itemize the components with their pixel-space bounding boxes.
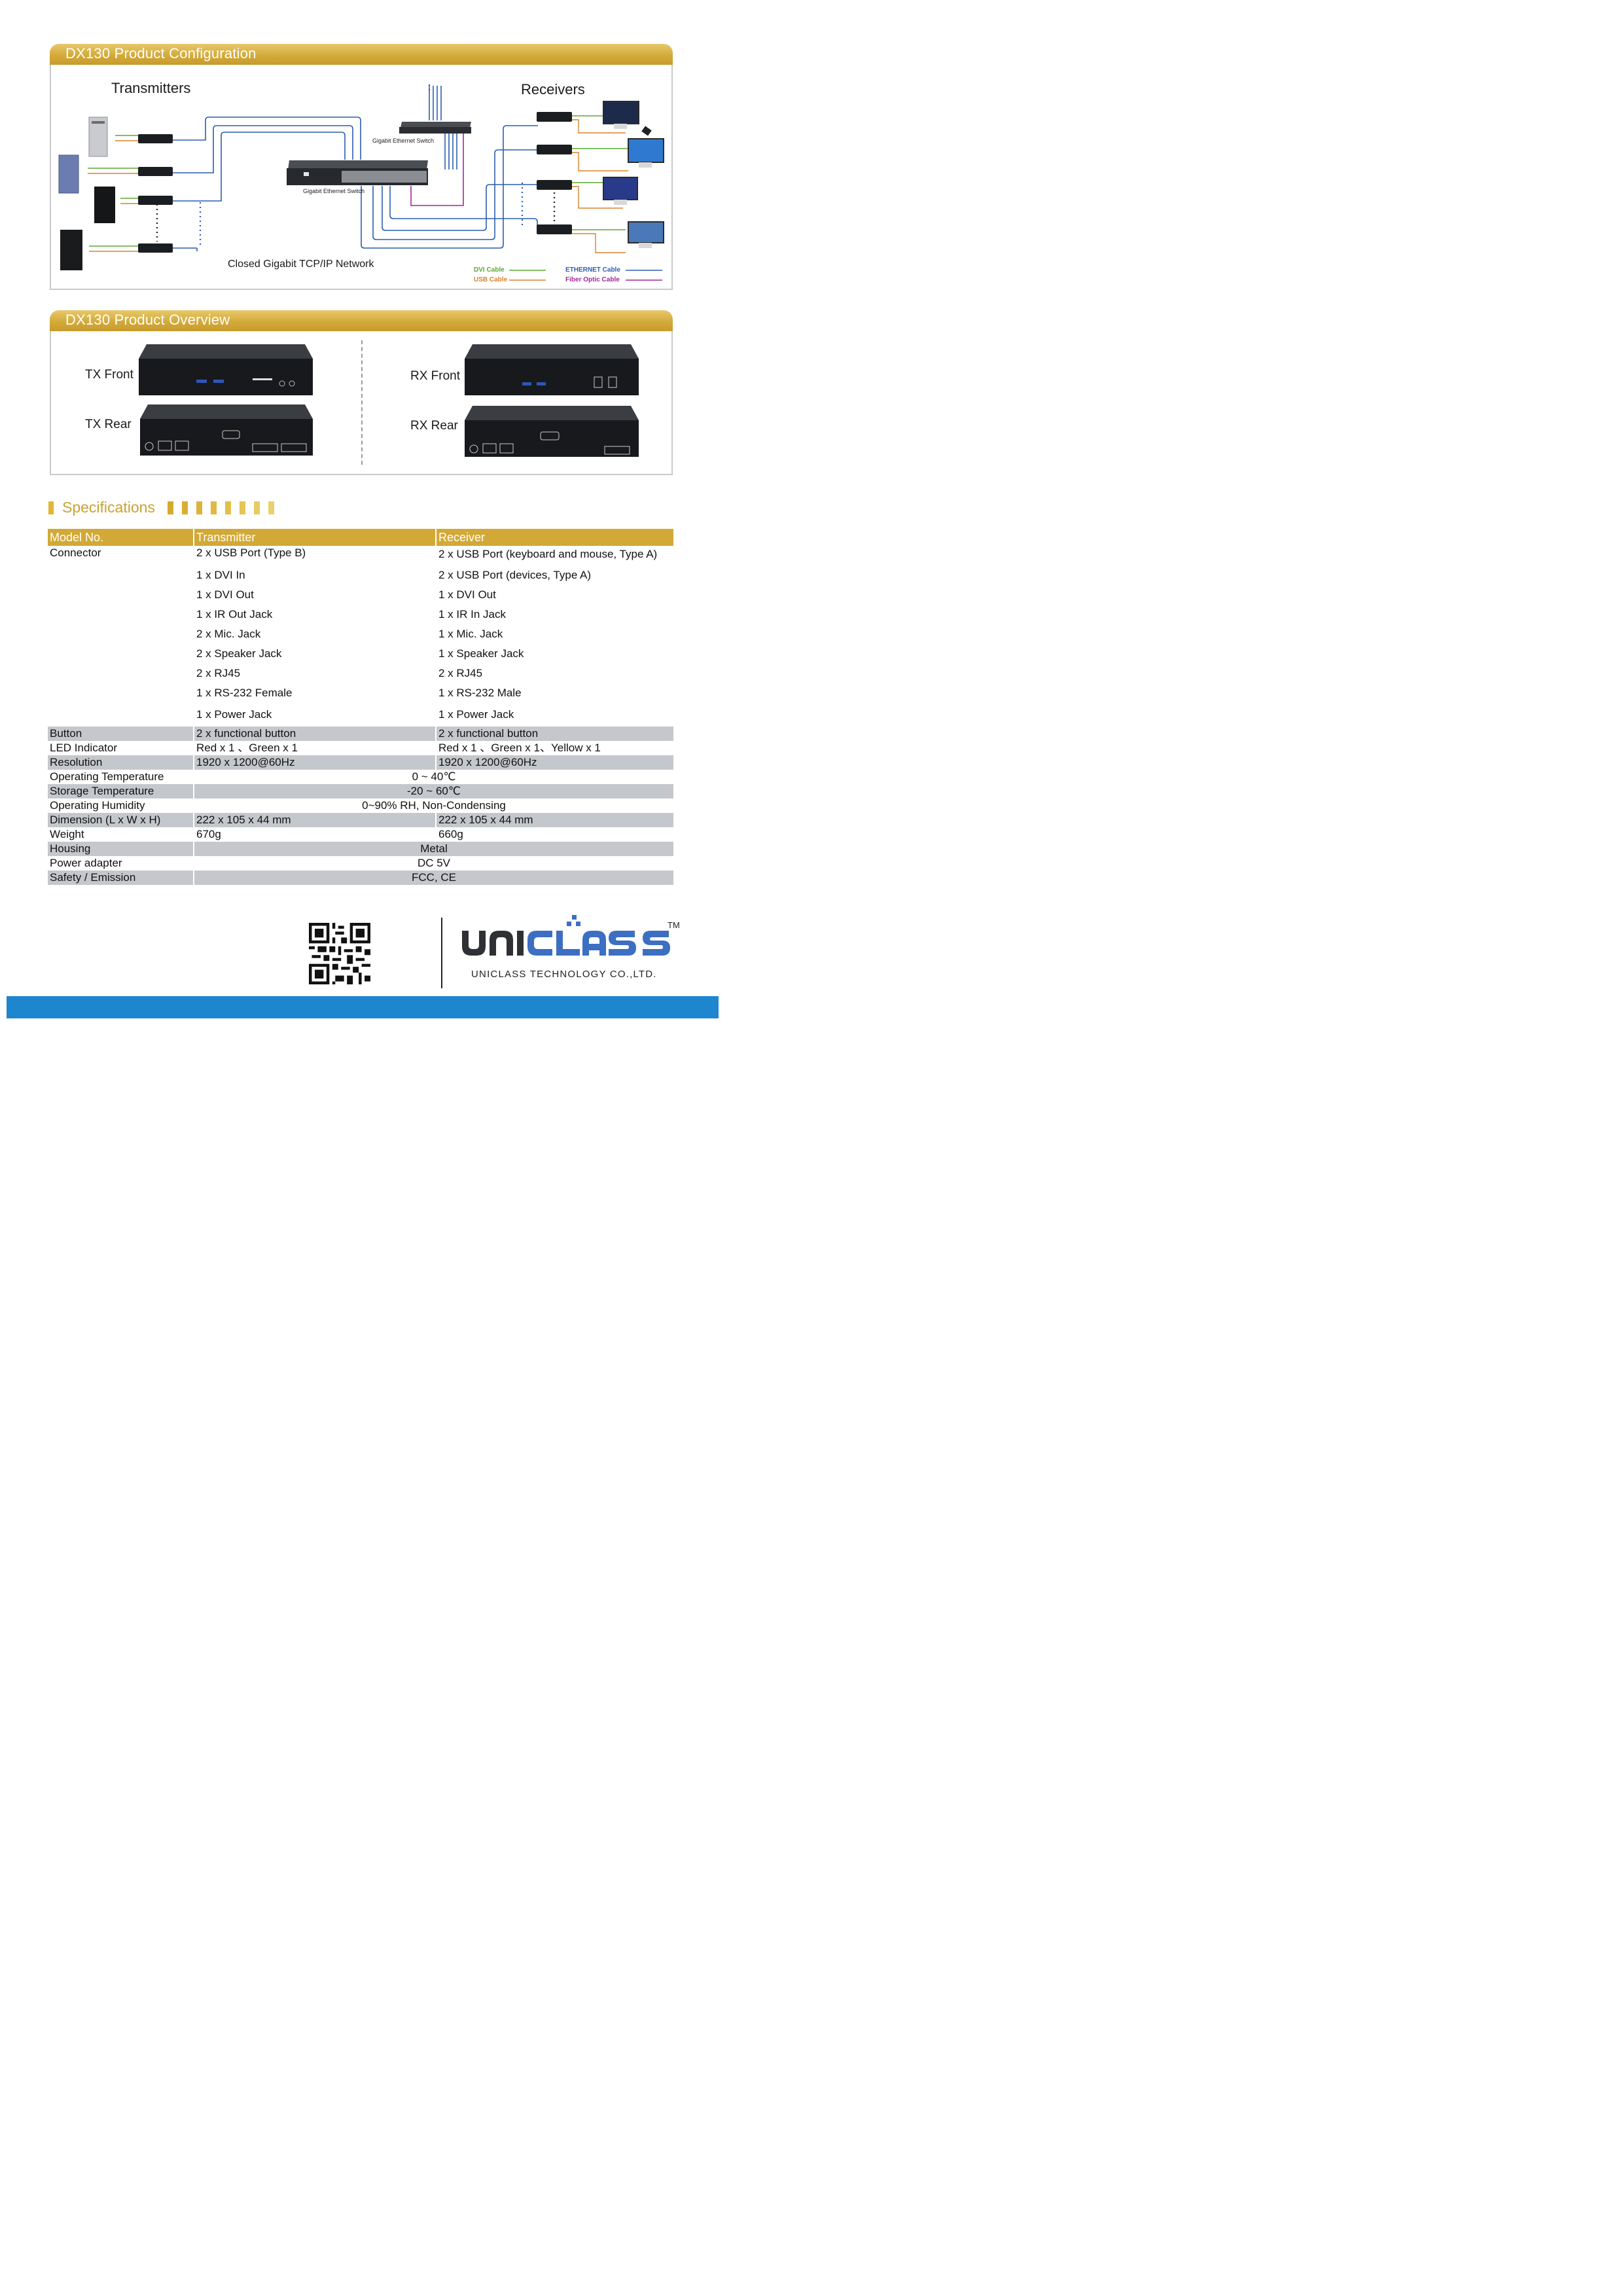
config-section-header: DX130 Product Configuration bbox=[50, 44, 673, 65]
resolution-tx: 1920 x 1200@60Hz bbox=[193, 755, 436, 770]
op-temp-label: Operating Temperature bbox=[50, 770, 164, 783]
dimension-rx: 222 x 105 x 44 mm bbox=[435, 813, 673, 827]
connector-tx-1: 1 x DVI In bbox=[193, 565, 436, 585]
humidity-label: Operating Humidity bbox=[50, 799, 145, 812]
top-switch bbox=[399, 122, 471, 134]
overview-section-title: DX130 Product Overview bbox=[65, 312, 230, 328]
connector-rx-1: 2 x USB Port (devices, Type A) bbox=[435, 565, 673, 585]
dimension-label: Dimension (L x W x H) bbox=[48, 813, 194, 827]
legend-fiber: Fiber Optic Cable bbox=[565, 276, 620, 283]
center-switch-label: Gigabit Ethernet Switch bbox=[303, 188, 365, 194]
connector-rx-0: 2 x USB Port (keyboard and mouse, Type A… bbox=[435, 546, 673, 565]
spec-row-housing: Housing Metal bbox=[48, 842, 673, 856]
spec-row-safety: Safety / Emission FCC, CE bbox=[48, 870, 673, 885]
connector-tx-0: 2 x USB Port (Type B) bbox=[193, 546, 436, 565]
connector-tx-8: 1 x Power Jack bbox=[193, 703, 436, 726]
spec-row-button: Button 2 x functional button 2 x functio… bbox=[48, 726, 673, 741]
spec-title: Specifications bbox=[62, 499, 155, 516]
connector-tx-5: 2 x Speaker Jack bbox=[193, 644, 436, 664]
storage-temp-value: -20 ~ 60℃ bbox=[193, 784, 673, 798]
storage-temp-label: Storage Temperature bbox=[48, 784, 194, 798]
spec-row-op-temp: Operating Temperature 0 ~ 40℃ bbox=[48, 770, 673, 784]
spec-row-weight: Weight 670g 660g bbox=[48, 827, 673, 842]
rx-front-image bbox=[465, 344, 639, 395]
header-model: Model No. bbox=[48, 529, 194, 546]
spec-title-marker bbox=[48, 501, 54, 514]
logo-trademark: TM bbox=[668, 920, 680, 930]
spec-row-humidity: Operating Humidity 0~90% RH, Non-Condens… bbox=[48, 798, 673, 813]
header-transmitter: Transmitter bbox=[193, 529, 436, 546]
housing-label: Housing bbox=[48, 842, 194, 856]
rx-rear-image bbox=[465, 406, 639, 457]
spec-row-led: LED Indicator Red x 1 、Green x 1 Red x 1… bbox=[48, 741, 673, 755]
overview-divider bbox=[361, 340, 363, 465]
connector-rx-5: 1 x Speaker Jack bbox=[435, 644, 673, 664]
led-rx: Red x 1 、Green x 1、Yellow x 1 bbox=[435, 741, 673, 755]
header-receiver: Receiver bbox=[435, 529, 673, 546]
connector-tx-3: 1 x IR Out Jack bbox=[193, 605, 436, 624]
pc-tower-icons bbox=[58, 117, 115, 270]
safety-label: Safety / Emission bbox=[48, 870, 194, 885]
top-switch-label: Gigabit Ethernet Switch bbox=[372, 137, 435, 144]
resolution-rx: 1920 x 1200@60Hz bbox=[435, 755, 673, 770]
connector-tx-6: 2 x RJ45 bbox=[193, 664, 436, 683]
bottom-bar bbox=[7, 996, 719, 1018]
connector-tx-2: 1 x DVI Out bbox=[193, 585, 436, 605]
spec-table: Model No. Transmitter Receiver Connector… bbox=[48, 529, 673, 885]
connector-label: Connector bbox=[50, 547, 101, 559]
connector-rx-6: 2 x RJ45 bbox=[435, 664, 673, 683]
network-label: Closed Gigabit TCP/IP Network bbox=[228, 259, 374, 270]
power-label: Power adapter bbox=[50, 857, 122, 869]
spec-row-connector: Connector 2 x USB Port (Type B) 2 x USB … bbox=[48, 546, 673, 565]
button-rx: 2 x functional button bbox=[435, 726, 673, 741]
weight-label: Weight bbox=[50, 828, 84, 840]
connector-rx-7: 1 x RS-232 Male bbox=[435, 683, 673, 703]
spec-row-power: Power adapter DC 5V bbox=[48, 856, 673, 870]
humidity-value: 0~90% RH, Non-Condensing bbox=[193, 798, 673, 813]
receivers-label: Receivers bbox=[521, 81, 585, 98]
legend-usb: USB Cable bbox=[474, 276, 508, 283]
connector-rx-4: 1 x Mic. Jack bbox=[435, 624, 673, 644]
power-value: DC 5V bbox=[193, 856, 673, 870]
footer-divider bbox=[441, 918, 442, 988]
tx-rear-image bbox=[140, 404, 313, 456]
legend-ethernet: ETHERNET Cable bbox=[565, 266, 620, 274]
tx-rear-label: TX Rear bbox=[85, 418, 132, 431]
center-switch bbox=[287, 160, 428, 185]
connector-rx-3: 1 x IR In Jack bbox=[435, 605, 673, 624]
rx-rear-label: RX Rear bbox=[410, 419, 458, 433]
overview-section-header: DX130 Product Overview bbox=[50, 310, 673, 331]
legend-dvi: DVI Cable bbox=[474, 266, 505, 274]
spec-row-resolution: Resolution 1920 x 1200@60Hz 1920 x 1200@… bbox=[48, 755, 673, 770]
led-label: LED Indicator bbox=[50, 742, 117, 754]
spec-row-storage-temp: Storage Temperature -20 ~ 60℃ bbox=[48, 784, 673, 798]
connector-tx-7: 1 x RS-232 Female bbox=[193, 683, 436, 703]
button-tx: 2 x functional button bbox=[193, 726, 436, 741]
weight-rx: 660g bbox=[435, 827, 673, 842]
weight-tx: 670g bbox=[193, 827, 436, 842]
qr-code-icon bbox=[309, 923, 370, 984]
housing-value: Metal bbox=[193, 842, 673, 856]
rx-front-label: RX Front bbox=[410, 369, 461, 383]
network-diagram bbox=[58, 84, 664, 281]
uniclass-logo bbox=[462, 915, 670, 956]
op-temp-value: 0 ~ 40℃ bbox=[193, 770, 673, 784]
spec-row-dimension: Dimension (L x W x H) 222 x 105 x 44 mm … bbox=[48, 813, 673, 827]
config-section-title: DX130 Product Configuration bbox=[65, 45, 257, 62]
tx-front-label: TX Front bbox=[85, 368, 134, 382]
company-name: UNICLASS TECHNOLOGY CO.,LTD. bbox=[471, 969, 657, 980]
connector-rx-2: 1 x DVI Out bbox=[435, 585, 673, 605]
safety-value: FCC, CE bbox=[193, 870, 673, 885]
connector-tx-4: 2 x Mic. Jack bbox=[193, 624, 436, 644]
dimension-tx: 222 x 105 x 44 mm bbox=[193, 813, 436, 827]
transmitters-label: Transmitters bbox=[111, 80, 191, 96]
button-label: Button bbox=[48, 726, 194, 741]
tx-front-image bbox=[139, 344, 313, 395]
connector-rx-8: 1 x Power Jack bbox=[435, 703, 673, 726]
led-tx: Red x 1 、Green x 1 bbox=[193, 741, 436, 755]
resolution-label: Resolution bbox=[48, 755, 194, 770]
spec-header-row: Model No. Transmitter Receiver bbox=[48, 529, 673, 546]
